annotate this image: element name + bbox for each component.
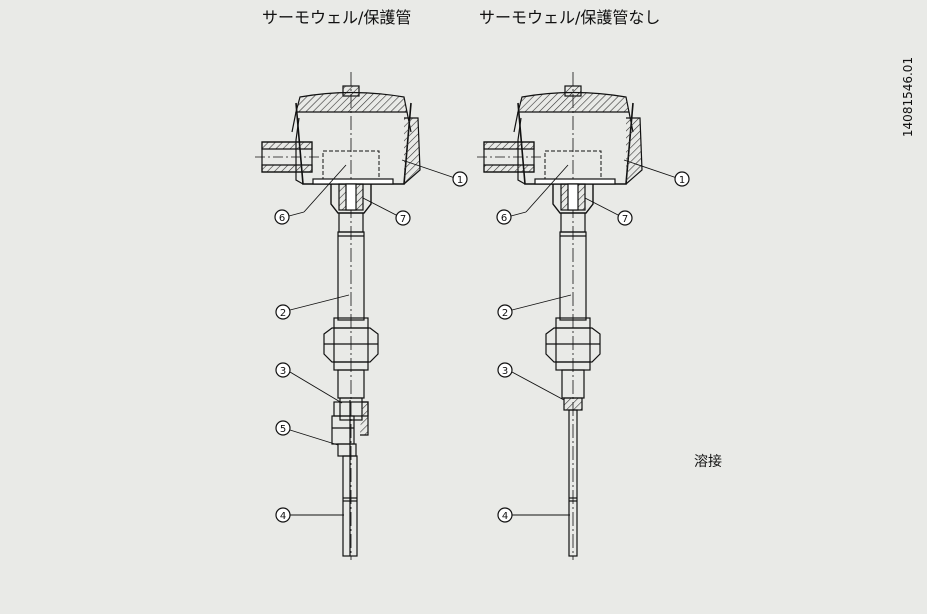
callout-4-left: 4 [280,511,286,522]
callout-4-right: 4 [502,511,508,522]
extension-tube [559,213,587,321]
callout-3-left: 3 [280,366,286,377]
union-nut [323,317,379,371]
callout-3-right: 3 [502,366,508,377]
callout-7-right: 7 [622,214,628,225]
callout-1-right: 1 [679,175,685,186]
extension-tube [337,213,365,321]
assembly-without-thermowell: 1 6 7 2 3 4 [477,72,690,560]
callout-2-right: 2 [502,308,508,319]
connection-head [255,85,421,214]
callout-2-left: 2 [280,308,286,319]
weld-label: 溶接 [694,454,722,470]
title-with-thermowell: サーモウェル/保護管 [262,8,412,27]
process-connection [561,369,585,411]
callout-6-left: 6 [279,213,285,224]
thermowell-fitting [331,369,369,457]
probe [342,400,358,557]
title-without-thermowell: サーモウェル/保護管なし [479,8,661,27]
assembly-with-thermowell: 1 6 7 2 3 5 4 [255,72,468,560]
callout-5-left: 5 [280,424,286,435]
connection-head [477,85,643,214]
callout-7-left: 7 [400,214,406,225]
callout-6-right: 6 [501,213,507,224]
probe [568,409,578,557]
callout-1-left: 1 [457,175,463,186]
callouts-left: 1 6 7 2 3 5 4 [274,159,468,523]
callouts-right: 1 6 7 2 3 4 [496,159,690,523]
